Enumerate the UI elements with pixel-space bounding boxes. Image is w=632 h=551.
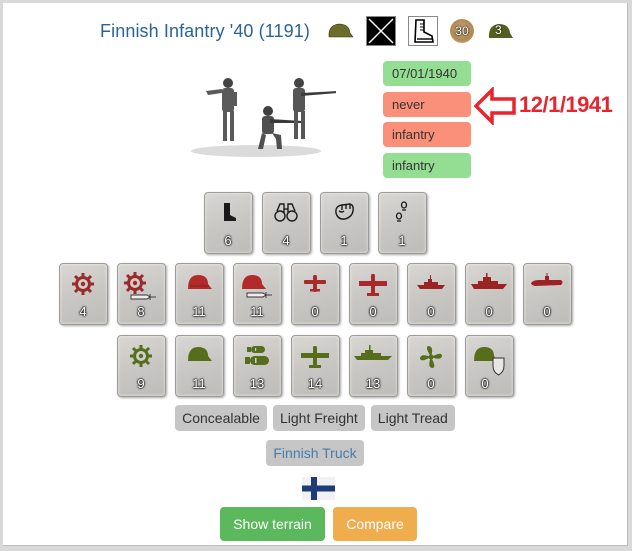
defense-bombs-icon [245,346,269,365]
show-terrain-button[interactable]: Show terrain [220,507,325,541]
stat-tile-air-attack-fighter: 0 [290,263,340,325]
stat-tile-soft-attack-close: 8 [116,263,166,325]
fist-initiative-icon [335,203,354,220]
defense-helmet-shield-icon [474,347,505,376]
trait-concealable: Concealable [175,405,267,431]
transport-row: Finnish Truck [3,440,627,466]
stat-tile-helmet-defense: 11 [174,335,224,397]
naval-attack-battleship-icon [471,273,507,289]
boot-movement-type-icon [407,16,438,46]
trait-light-tread: Light Tread [370,405,455,431]
defense-stats-row: 9 11 13 14 13 0 0 [3,335,627,397]
stat-tile-close-defense: 0 [464,335,514,397]
stat-tile-air-attack-bomber: 0 [348,263,398,325]
defense-gear-icon [130,345,152,367]
annotation-text: 12/1/1941 [519,92,613,117]
hard-attack-helmet-icon [188,275,212,289]
stat-tile-bombs-defense: 13 [232,335,282,397]
stat-tile-hard-attack: 11 [174,263,224,325]
defense-plane-icon [301,346,329,368]
stat-tile-initiative: 1 [319,192,369,254]
defense-ship-icon [354,345,392,360]
stat-tile-spotting: 4 [261,192,311,254]
finland-flag-icon [302,477,335,500]
stat-tile-hard-attack-close: 11 [232,263,282,325]
hard-attack-helmet-close-icon [242,275,272,298]
stat-tile-ground-defense: 9 [116,335,166,397]
availability-info: 07/01/1940 never infantry infantry [383,61,471,183]
air-attack-bomber-icon [359,274,387,296]
naval-attack-submarine-icon [531,273,563,286]
defense-helmet-icon [188,347,212,361]
stat-tile-soft-attack: 4 [58,263,108,325]
stat-tile-propeller-defense: 0 [406,335,456,397]
helmet-class-icon [326,21,354,41]
available-from-date: 07/01/1940 [383,61,471,86]
naval-attack-ship-icon [417,275,445,289]
trait-light-freight: Light Freight [272,405,365,431]
soft-attack-gear-close-icon [124,272,156,300]
unit-class: infantry [383,122,471,147]
transport-link[interactable]: Finnish Truck [266,440,364,466]
unit-traits: Concealable Light Freight Light Tread [3,405,627,431]
nato-infantry-symbol-icon [365,16,396,46]
available-until-date: never [383,91,471,117]
unit-portrait-image [186,73,338,163]
unit-header: Finnish Infantry '40 (1191) 30 3 [3,15,627,47]
stat-tile-ship-defense: 13 [348,335,398,397]
unit-info-window: Finnish Infantry '40 (1191) 30 3 [3,3,628,546]
annotation-arrow-icon [473,85,516,127]
boot-movement-icon [224,203,236,221]
footsteps-range-icon [395,201,408,222]
compare-button[interactable]: Compare [333,507,417,541]
attack-stats-row: 4 8 11 11 0 0 0 0 [3,263,627,325]
stat-tile-plane-defense: 14 [290,335,340,397]
helmet-count-value: 3 [494,23,502,37]
stat-tile-naval-attack-submarine: 0 [522,263,572,325]
cost-coin-icon: 30 [449,19,474,43]
air-attack-fighter-icon [304,275,326,292]
target-type: infantry [383,152,471,178]
helmet-count-icon: 3 [486,20,514,42]
unit-title: Finnish Infantry '40 (1191) [100,20,310,41]
soft-attack-gear-icon [72,273,94,295]
stat-tile-range: 1 [377,192,427,254]
binoculars-spotting-icon [274,203,298,222]
stat-tile-naval-attack-ship: 0 [406,263,456,325]
stat-tile-movement: 6 [203,192,253,254]
stat-tile-naval-attack-battleship: 0 [464,263,514,325]
defense-propeller-icon [420,346,442,368]
movement-stats-row: 6 4 1 1 [3,192,627,254]
